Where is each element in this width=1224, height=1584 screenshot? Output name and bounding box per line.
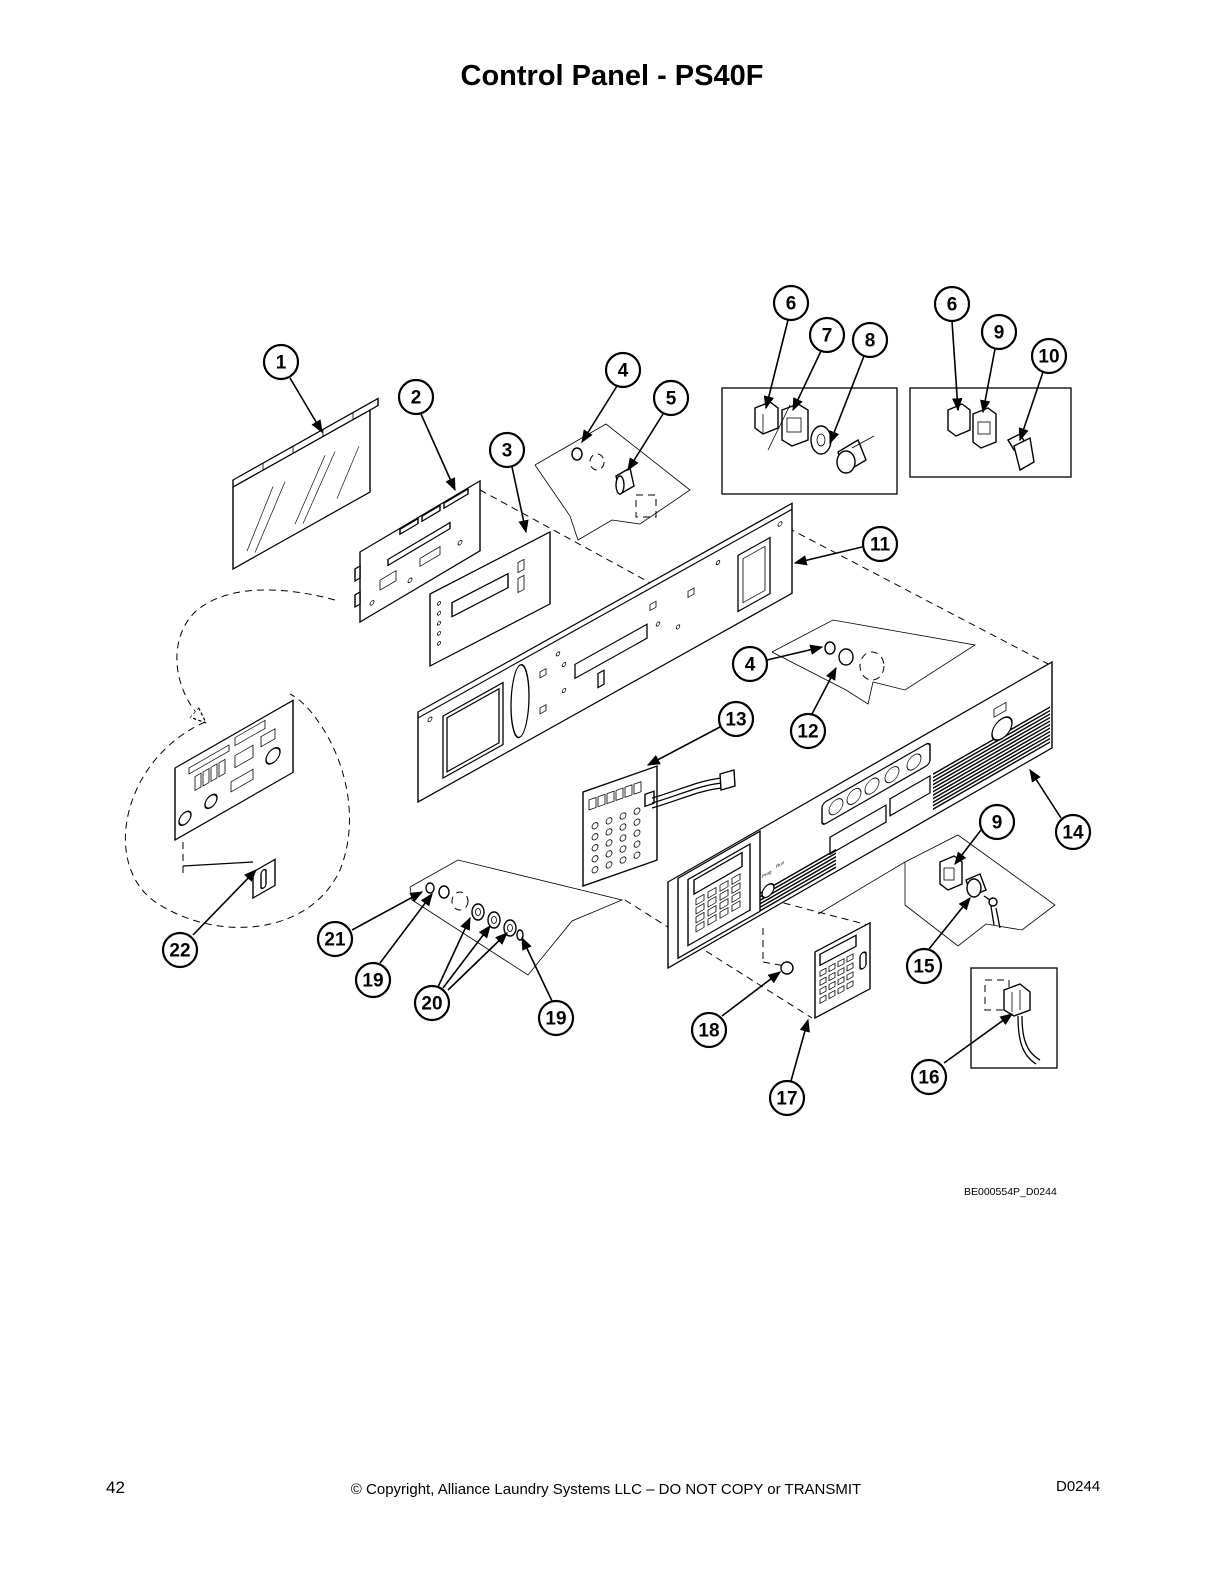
svg-text:14: 14 [1062, 823, 1084, 844]
svg-text:9: 9 [994, 323, 1005, 344]
svg-text:4: 4 [618, 361, 629, 382]
svg-text:5: 5 [666, 389, 677, 410]
page-title: Control Panel - PS40F [460, 60, 764, 92]
callout-10: 10 [1030, 337, 1068, 375]
callout-16: 16 [910, 1058, 948, 1096]
svg-text:11: 11 [870, 535, 891, 556]
svg-text:8: 8 [865, 331, 876, 352]
part-13-keypad-board [582, 765, 736, 887]
svg-text:13: 13 [725, 710, 746, 731]
callout-13: 13 [717, 700, 755, 738]
svg-text:18: 18 [698, 1021, 719, 1042]
part-2-circuit-board [354, 479, 481, 624]
assembly-dashed-lines [125, 489, 1051, 1019]
callout-18: 18 [690, 1011, 728, 1049]
part-11-mounting-frame [417, 502, 793, 804]
drawing-id: BE000554P_D0244 [964, 1186, 1057, 1198]
panel-round-opening [991, 716, 1013, 741]
callout-9-upper: 9 [980, 313, 1018, 351]
prog-label: Prog [762, 869, 772, 880]
part-17-keypad [814, 921, 871, 1020]
run-label: Run [776, 860, 785, 870]
callout-20: 20 [413, 984, 451, 1022]
callout-1: 1 [262, 343, 300, 381]
inset-harness-16 [970, 967, 1058, 1069]
svg-text:10: 10 [1038, 347, 1059, 368]
callout-6-left: 6 [772, 284, 810, 322]
part-18-lens [780, 961, 794, 975]
part-22-label-plate [182, 858, 276, 900]
svg-text:3: 3 [502, 441, 513, 462]
part-14-front-panel: Prog Run [667, 660, 1053, 970]
svg-text:21: 21 [324, 930, 346, 951]
part-9-15-key-switch [939, 855, 1001, 929]
subassembly-region-4-12 [771, 619, 977, 705]
callout-8: 8 [851, 321, 889, 359]
callout-17: 17 [768, 1079, 806, 1117]
svg-text:20: 20 [421, 994, 442, 1015]
callout-11: 11 [861, 525, 899, 563]
callout-4-middle: 4 [731, 645, 769, 683]
svg-text:19: 19 [362, 971, 383, 992]
part-19-21-washers [425, 882, 524, 941]
svg-text:16: 16 [918, 1068, 939, 1089]
callout-19-right: 19 [537, 999, 575, 1037]
svg-text:12: 12 [797, 722, 818, 743]
svg-text:2: 2 [411, 388, 422, 409]
callout-21: 21 [316, 920, 354, 958]
footer-doc-code: D0244 [1056, 1478, 1101, 1495]
part-1-glass-panel [232, 397, 379, 571]
footer-page-number: 42 [106, 1478, 125, 1497]
part-3-display-board [429, 530, 551, 668]
callout-15: 15 [905, 947, 943, 985]
callout-4-upper: 4 [604, 351, 642, 389]
footer-copyright: © Copyright, Alliance Laundry Systems LL… [350, 1481, 862, 1498]
callout-9-lower: 9 [978, 803, 1016, 841]
callout-12: 12 [789, 712, 827, 750]
callout-7: 7 [808, 316, 846, 354]
key-icon [988, 897, 998, 907]
svg-text:6: 6 [947, 295, 958, 316]
callout-3: 3 [488, 431, 526, 469]
callout-19-left: 19 [354, 961, 392, 999]
svg-text:4: 4 [745, 655, 756, 676]
callout-6-right: 6 [933, 285, 971, 323]
inset-switch-assembly-6-7-8 [721, 387, 898, 495]
svg-text:1: 1 [276, 353, 287, 374]
subassembly-region-4-5 [534, 423, 691, 541]
part-4-12-nut-washer [824, 641, 885, 681]
callout-2: 2 [397, 378, 435, 416]
leader-lines [192, 319, 1062, 1082]
svg-text:19: 19 [545, 1009, 566, 1030]
callout-22: 22 [161, 931, 199, 969]
svg-text:6: 6 [786, 294, 797, 315]
svg-text:9: 9 [992, 813, 1003, 834]
svg-text:22: 22 [169, 941, 190, 962]
callout-14: 14 [1054, 813, 1092, 851]
panel-indicator-opening [761, 882, 775, 899]
panel-keypad-keys [695, 873, 741, 933]
inset-selector-assembly-6-9-10 [909, 387, 1072, 478]
part-4-5-standoff-hardware [571, 447, 657, 518]
svg-text:15: 15 [913, 957, 935, 978]
subassembly-region-9-15 [817, 834, 1056, 947]
part-22-control-board [174, 699, 294, 842]
svg-text:17: 17 [776, 1089, 797, 1110]
brand-logo-icon [993, 701, 1007, 718]
svg-text:7: 7 [822, 326, 833, 347]
callout-5: 5 [652, 379, 690, 417]
